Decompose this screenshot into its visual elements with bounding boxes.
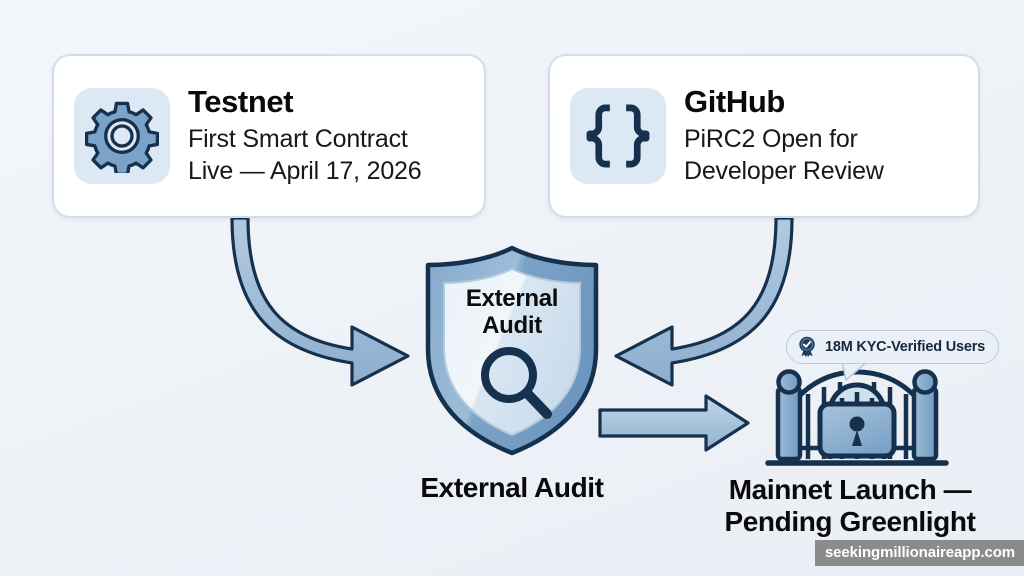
locked-gate-icon bbox=[765, 369, 949, 466]
gate-node[interactable] bbox=[762, 360, 952, 468]
gate-post-right bbox=[911, 369, 939, 462]
caption-mainnet-launch: Mainnet Launch — Pending Greenlight bbox=[724, 474, 976, 538]
watermark: seekingmillionaireapp.com bbox=[814, 540, 1024, 566]
card-github-text: GitHub PiRC2 Open for Developer Review bbox=[684, 83, 884, 187]
card-github-title: GitHub bbox=[684, 83, 785, 119]
kyc-badge[interactable]: 18M KYC-Verified Users bbox=[786, 330, 999, 364]
caption-external-audit: External Audit bbox=[420, 472, 604, 503]
padlock-icon bbox=[817, 401, 897, 459]
card-github[interactable]: GitHub PiRC2 Open for Developer Review bbox=[548, 54, 980, 218]
shield-icon bbox=[425, 245, 599, 456]
card-testnet-text: Testnet First Smart Contract Live — Apri… bbox=[188, 83, 422, 187]
shield-node[interactable]: External Audit bbox=[414, 243, 610, 458]
curly-braces-icon-tile bbox=[570, 88, 666, 184]
curly-braces-icon bbox=[586, 104, 650, 168]
gate-post-left bbox=[775, 369, 803, 462]
card-testnet[interactable]: Testnet First Smart Contract Live — Apri… bbox=[52, 54, 486, 218]
arrow-audit-to-mainnet bbox=[598, 394, 750, 452]
card-testnet-title: Testnet bbox=[188, 83, 294, 119]
arrow-testnet-to-audit bbox=[230, 216, 410, 387]
card-github-subtitle: PiRC2 Open for Developer Review bbox=[684, 125, 884, 186]
gear-icon bbox=[85, 101, 159, 173]
card-testnet-subtitle: First Smart Contract Live — April 17, 20… bbox=[188, 125, 422, 186]
gear-icon-tile bbox=[74, 88, 170, 184]
magnifier-icon bbox=[481, 347, 552, 419]
kyc-badge-label: 18M KYC-Verified Users bbox=[825, 339, 985, 355]
verified-rosette-icon bbox=[799, 336, 815, 358]
